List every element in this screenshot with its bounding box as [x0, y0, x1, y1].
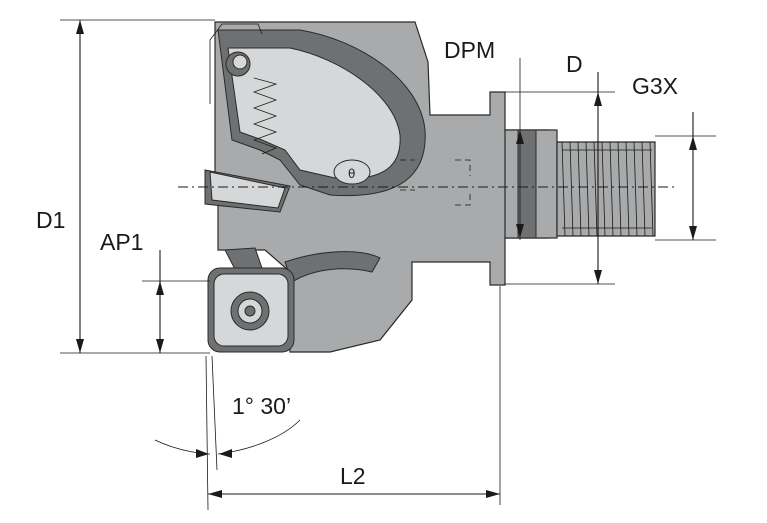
svg-text:θ: θ	[348, 167, 355, 181]
threaded-shank	[504, 129, 656, 239]
d-label: D	[566, 51, 583, 77]
l2-label: L2	[340, 463, 366, 489]
d1-dimension	[60, 19, 215, 354]
l2-dimension	[208, 286, 501, 505]
ap1-dimension	[142, 250, 210, 353]
ap1-label: AP1	[100, 229, 143, 255]
dpm-dimension	[516, 58, 524, 240]
angle-dimension	[154, 355, 301, 511]
dpm-label: DPM	[444, 37, 495, 63]
d-dimension	[505, 72, 615, 285]
g3x-dimension	[655, 112, 716, 241]
d1-label: D1	[36, 207, 65, 233]
angle-label: 1° 30’	[232, 393, 291, 419]
cutter-body: θ	[204, 21, 549, 353]
g3x-label: G3X	[632, 73, 678, 99]
